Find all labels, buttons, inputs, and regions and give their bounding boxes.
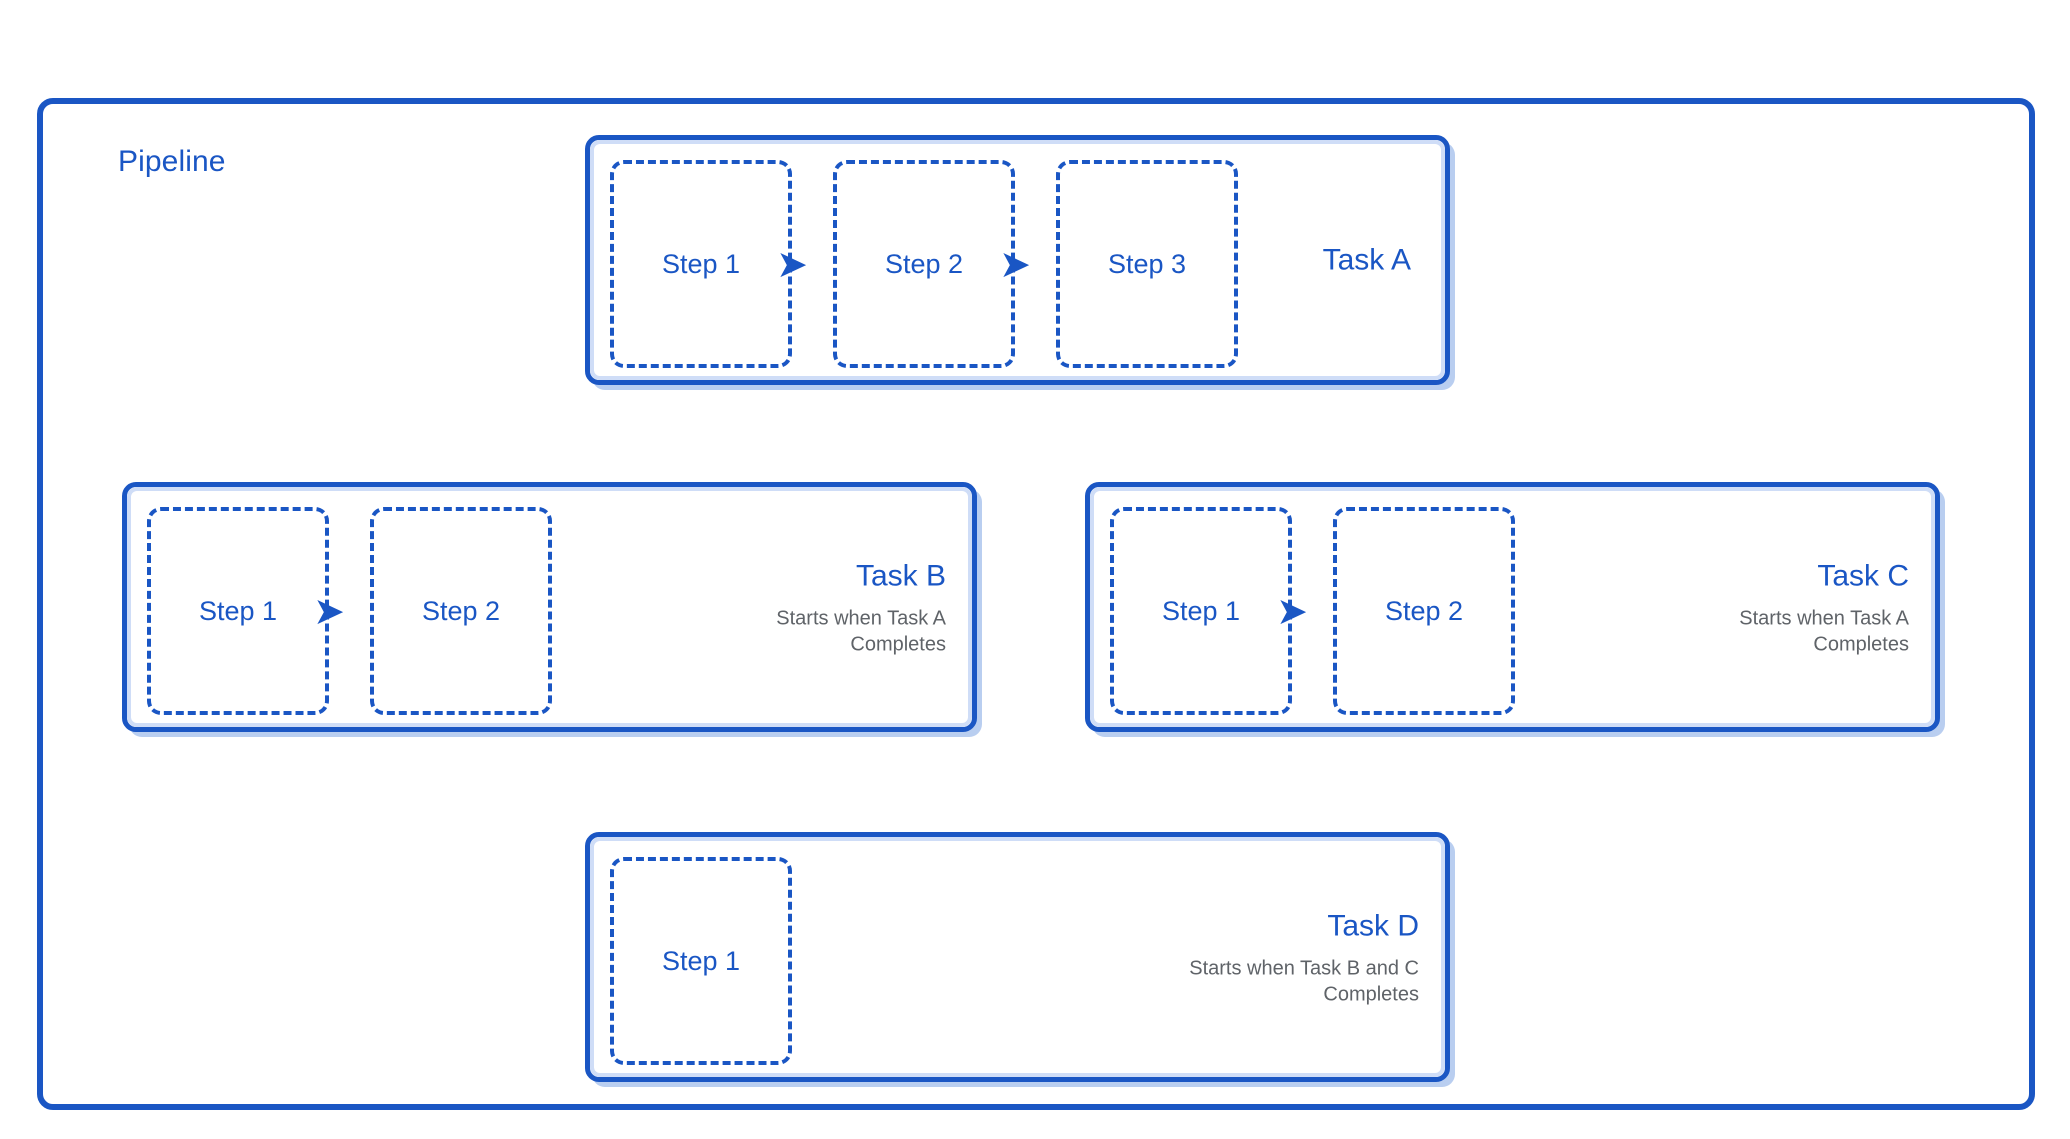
task-c-subtitle: Starts when Task A Completes [1739,606,1909,655]
task-c-step-2[interactable]: Step 2 [1333,507,1515,715]
task-b-step-1[interactable]: Step 1 [147,507,329,715]
task-b-steps: Step 1 ➤ Step 2 [147,507,552,715]
task-card-d[interactable]: Step 1 Task D Starts when Task B and C C… [585,832,1450,1082]
task-a-title: Task A [1322,243,1411,277]
task-c-step-1[interactable]: Step 1 [1110,507,1292,715]
task-b-step-2[interactable]: Step 2 [370,507,552,715]
task-b-step-1-label: Step 1 [198,595,278,626]
task-d-step-1-label: Step 1 [661,945,741,976]
task-a-step-1[interactable]: Step 1 [610,160,792,368]
task-a-step-2[interactable]: Step 2 [833,160,1015,368]
task-b-title: Task B [855,559,946,593]
task-card-c[interactable]: Step 1 ➤ Step 2 Task C Starts when Task … [1085,482,1940,732]
task-d-title: Task D [1327,909,1419,943]
task-b-label-block: Task B Starts when Task A Completes [686,557,946,657]
task-a-step-3-label: Step 3 [1107,248,1187,279]
pipeline-label: Pipeline [118,145,226,178]
task-a-step-1-label: Step 1 [661,248,741,279]
task-c-step-1-label: Step 1 [1161,595,1241,626]
task-card-b[interactable]: Step 1 ➤ Step 2 Task B Starts when Task … [122,482,977,732]
task-d-step-1[interactable]: Step 1 [610,857,792,1065]
task-b-step-2-label: Step 2 [421,595,501,626]
task-c-title: Task C [1817,559,1909,593]
task-b-subtitle: Starts when Task A Completes [776,606,946,655]
task-c-step-2-label: Step 2 [1384,595,1464,626]
task-a-step-3[interactable]: Step 3 [1056,160,1238,368]
task-d-steps: Step 1 [610,857,792,1065]
task-a-steps: Step 1 ➤ Step 2 ➤ Step 3 [610,160,1238,368]
task-d-label-block: Task D Starts when Task B and C Complete… [1159,907,1419,1007]
task-c-steps: Step 1 ➤ Step 2 [1110,507,1515,715]
task-a-label-block: Task A [1323,241,1411,279]
task-c-label-block: Task C Starts when Task A Completes [1649,557,1909,657]
task-a-step-2-label: Step 2 [884,248,964,279]
task-d-subtitle: Starts when Task B and C Completes [1189,956,1419,1005]
task-card-a[interactable]: Step 1 ➤ Step 2 ➤ Step 3 Task A [585,135,1450,385]
